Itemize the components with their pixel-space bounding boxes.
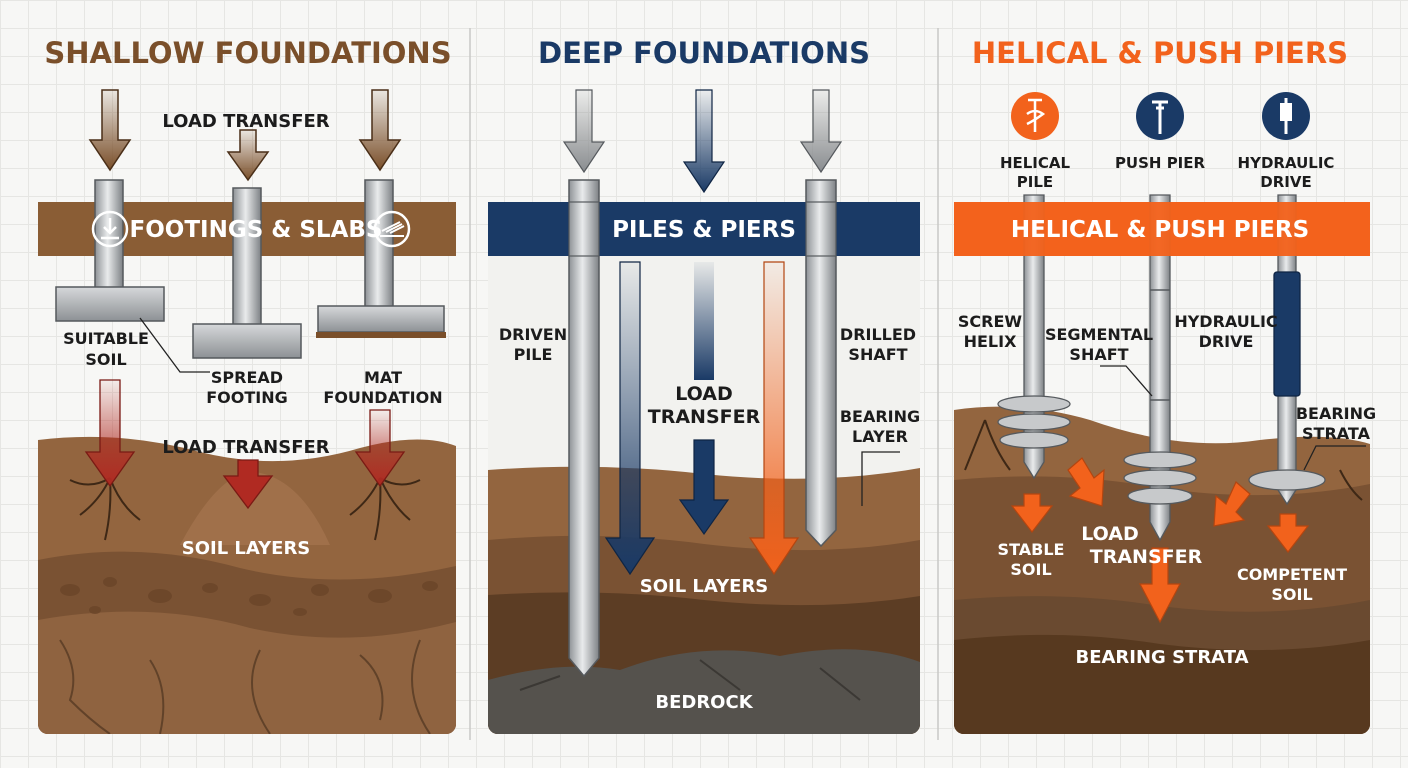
suitable-soil-footing	[55, 286, 165, 322]
leader-line	[1303, 445, 1366, 471]
load-arrow	[88, 89, 402, 182]
drilled-shaft	[805, 179, 837, 548]
load-arrow	[748, 261, 800, 576]
load-arrow	[799, 89, 843, 174]
piles-band	[488, 202, 920, 256]
panel-title: HELICAL & PUSH PIERS	[972, 36, 1348, 70]
bearing-strata-label: BEARING STRATA	[1075, 647, 1248, 668]
load-arrow	[1010, 493, 1054, 533]
load-arrow	[84, 379, 136, 488]
soil-cross-section	[38, 436, 456, 734]
driven-pile	[568, 179, 600, 678]
mat-foundation	[317, 305, 445, 333]
load-arrow	[682, 89, 726, 194]
panel-title: SHALLOW FOUNDATIONS	[44, 36, 451, 70]
helical-band-label: HELICAL & PUSH PIERS	[1011, 217, 1309, 243]
column	[94, 179, 124, 291]
column	[364, 179, 394, 309]
load-arrow	[1139, 547, 1181, 624]
panel-title: DEEP FOUNDATIONS	[538, 36, 870, 70]
soil-layers-label: SOIL LAYERS	[182, 538, 311, 559]
load-down-icon	[91, 210, 129, 248]
spread-footing	[192, 323, 302, 359]
hydraulic-drive-icon	[1262, 92, 1310, 140]
screw-helix	[997, 395, 1071, 449]
push-pier-label: PUSH PIER	[1115, 154, 1206, 172]
load-arrow	[1213, 481, 1251, 527]
screw-helix	[1123, 451, 1197, 505]
hydraulic-drive	[1273, 271, 1301, 397]
leader-line	[139, 317, 210, 373]
slab-layers-icon	[373, 210, 411, 248]
load-arrow	[1266, 513, 1310, 553]
soil-layers-label: SOIL LAYERS	[640, 576, 769, 597]
load-arrow	[354, 409, 406, 488]
column	[232, 187, 262, 329]
bedrock-label: BEDROCK	[655, 692, 753, 713]
load-transfer-label: LOAD TRANSFER	[162, 111, 329, 132]
helical-pile-icon	[1011, 92, 1059, 140]
load-arrow	[604, 261, 656, 576]
bearing-plate	[1248, 469, 1326, 491]
push-pier-icon	[1136, 92, 1184, 140]
load-arrow	[1067, 457, 1105, 507]
footings-band-label: FOOTINGS & SLABS	[130, 217, 383, 243]
piles-band-label: PILES & PIERS	[612, 217, 796, 243]
load-arrow	[678, 439, 730, 536]
mat-base	[316, 332, 446, 338]
load-transfer-label: LOAD TRANSFER	[162, 437, 329, 458]
panel-shallow-foundations: SHALLOW FOUNDATIONS	[38, 36, 456, 734]
load-arrow	[222, 459, 274, 510]
load-arrow	[562, 89, 606, 174]
leader-line	[861, 451, 900, 506]
leader-line	[1100, 365, 1153, 397]
